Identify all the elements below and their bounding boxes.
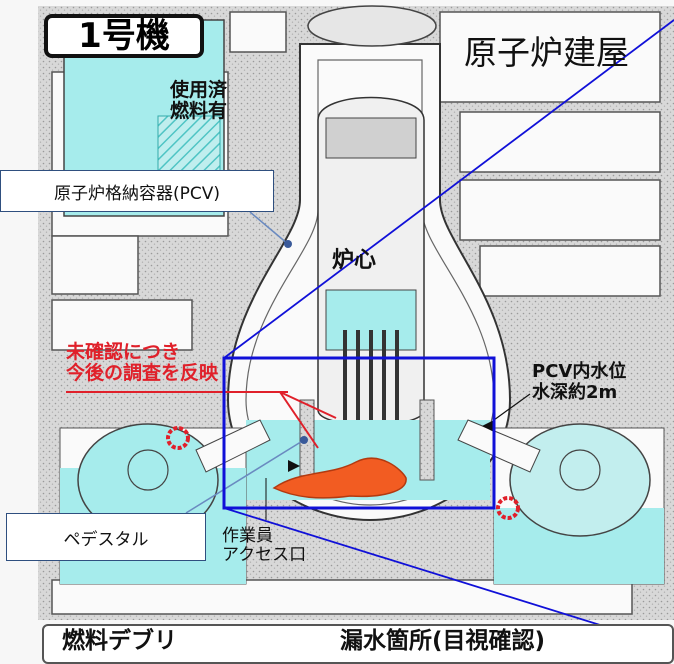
unit-label: 1号機: [44, 14, 204, 58]
reactor-building-label: 原子炉建屋: [464, 33, 629, 72]
pcv-callout: 原子炉格納容器(PCV): [0, 170, 274, 212]
vent-pipe-left: [195, 419, 271, 473]
vent-pipe-right: [457, 419, 541, 473]
access-arrow: [288, 460, 300, 472]
pcv-leader: [249, 211, 289, 245]
pcv-inner-wall: [245, 59, 495, 506]
worker-access-line2: アクセス口: [222, 544, 307, 565]
pcv-water-level-note: PCV内水位 水深約2m: [532, 361, 627, 403]
core-label: 炉心: [332, 248, 377, 273]
zoom-line-top: [223, 19, 674, 359]
legend-box: [42, 624, 674, 664]
unconfirmed-line2: 今後の調査を反映: [66, 361, 219, 384]
unconfirmed-note: 未確認につき 今後の調査を反映: [66, 342, 218, 384]
pedestal-wall-right: [419, 399, 435, 481]
fuel-debris: [272, 457, 407, 499]
pcv-water-line2: 水深約2m: [532, 381, 618, 403]
leak-marker-left: [166, 426, 190, 450]
pedestal-leader: [185, 439, 305, 514]
spent-fuel-line2: 燃料有: [170, 99, 228, 122]
pcv-water-line1: PCV内水位: [532, 361, 627, 382]
zoom-highlight-box: [222, 356, 496, 510]
unconfirmed-arrow-2: [279, 391, 319, 449]
leak-marker-right: [496, 496, 520, 520]
control-rods: [343, 330, 399, 420]
worker-access-line1: 作業員: [222, 526, 273, 546]
legend-leak-point: 漏水箇所(目視確認): [340, 628, 546, 654]
water-level-marker: [482, 420, 494, 432]
unconfirmed-arrow-1: [279, 391, 337, 419]
top-fan: [307, 5, 437, 47]
torus-right: [509, 423, 651, 537]
legend-fuel-debris: 燃料デブリ: [62, 628, 177, 654]
unconfirmed-line1: 未確認につき: [66, 341, 181, 363]
worker-access-label: 作業員 アクセス口: [222, 527, 306, 564]
spent-fuel-label: 使用済 燃料有: [170, 80, 227, 122]
spent-fuel-line1: 使用済: [170, 79, 228, 101]
pedestal-callout: ペデスタル: [6, 513, 206, 561]
steam-separator: [325, 117, 417, 159]
